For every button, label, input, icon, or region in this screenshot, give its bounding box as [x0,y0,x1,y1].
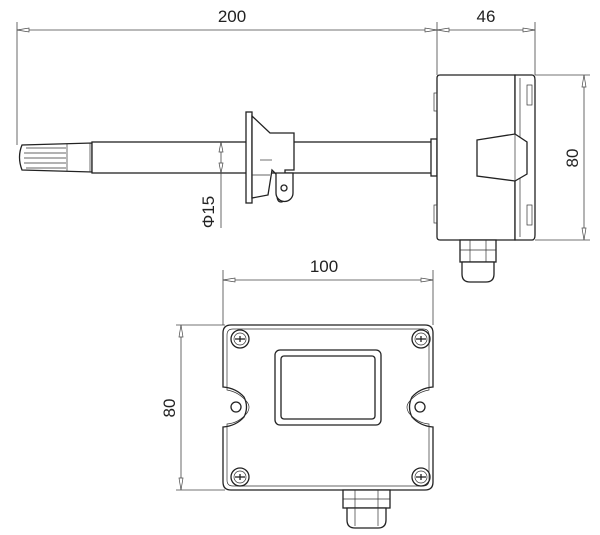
mount-hole-icon [414,401,426,413]
length-label: 200 [218,7,246,26]
depth-label: 46 [477,7,496,26]
mounting-flange [245,111,295,204]
height-label-front: 80 [160,399,179,418]
display-window [274,349,382,426]
screw-icon [411,329,431,349]
mount-hole-icon [230,401,242,413]
dimension-width: 100 [222,257,434,325]
front-view: 100 80 [160,257,434,529]
screw-icon [411,467,431,487]
housing-front [222,324,434,491]
width-label: 100 [310,257,338,276]
dimension-height-front: 80 [160,324,225,491]
dimension-length: 200 46 [16,7,536,145]
diameter-label: Φ15 [199,196,218,228]
tube-collar [430,138,438,177]
housing-side [433,74,536,241]
cable-gland-front [342,489,391,529]
screw-icon [230,467,250,487]
knob [476,133,528,182]
screw-icon [230,329,250,349]
side-view: 200 46 Φ15 [16,7,590,283]
dimension-diameter: Φ15 [199,141,224,228]
height-label-side: 80 [563,149,582,168]
cable-gland-side [459,239,497,283]
probe-tip [18,142,93,173]
dimension-height-side: 80 [535,74,590,241]
